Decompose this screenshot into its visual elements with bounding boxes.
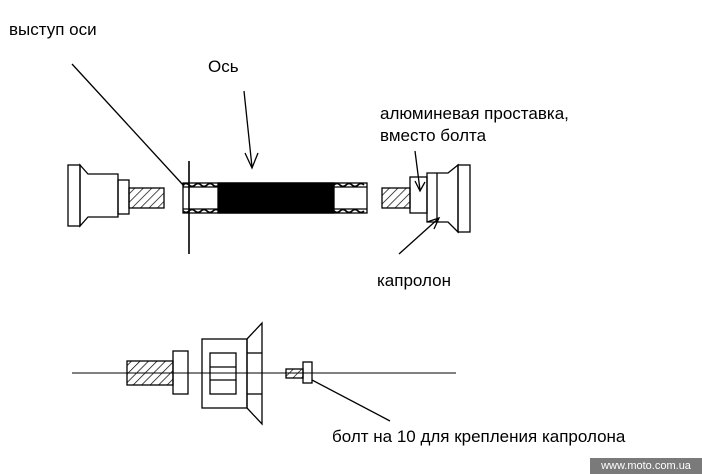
right-hub <box>381 163 471 234</box>
left-hub <box>67 163 165 228</box>
bottom-assembly <box>126 321 313 426</box>
leader-axle-protrusion <box>71 63 185 187</box>
label-spacer-line2: вместо болта <box>380 126 487 145</box>
watermark: www.moto.com.ua <box>590 458 702 474</box>
arrow-spacer <box>414 150 426 193</box>
label-axle: Ось <box>208 57 239 76</box>
arrow-caprolon <box>398 216 441 255</box>
label-spacer-line1: алюминевая проставка, <box>380 104 569 123</box>
label-bolt: болт на 10 для крепления капролона <box>332 427 626 446</box>
axle <box>182 182 368 214</box>
label-caprolon: капролон <box>377 271 451 290</box>
arrow-axle <box>243 90 259 170</box>
leader-bolt <box>311 379 391 422</box>
label-axle-protrusion: выступ оси <box>9 20 97 39</box>
